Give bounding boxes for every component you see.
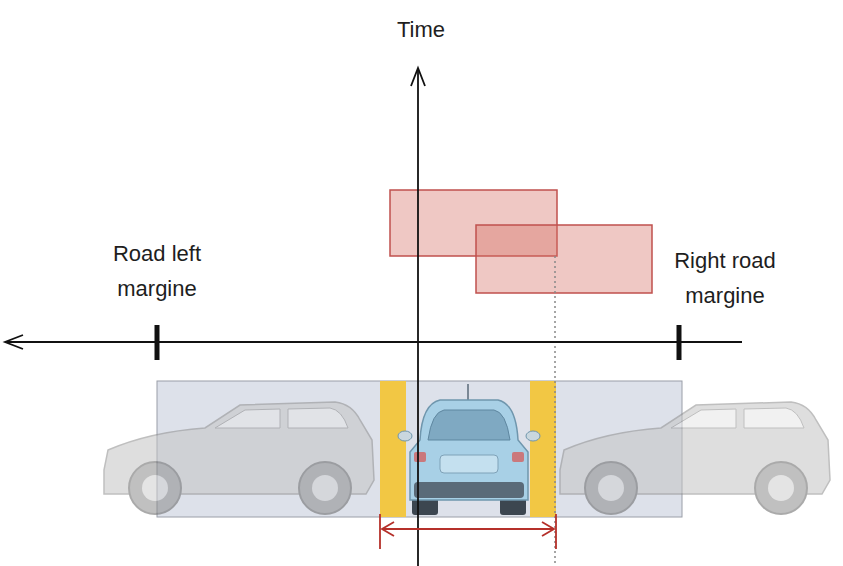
car-hub [312, 475, 338, 501]
axis-label: Time [361, 12, 481, 47]
dimension-tick [379, 514, 381, 549]
car-body [410, 400, 528, 500]
margin-tick [155, 325, 160, 360]
car-hub [768, 475, 794, 501]
car-window [671, 408, 804, 428]
time-axis [417, 70, 419, 566]
axis-arrowhead [5, 335, 23, 349]
dimension-line [382, 528, 554, 530]
margin-label: Right road margine [661, 243, 789, 313]
car-rear-window [428, 410, 510, 440]
occupancy-region [476, 225, 652, 293]
dimension-arrowhead [542, 522, 554, 536]
safety-margin [530, 381, 556, 517]
car-plate-area [440, 455, 498, 473]
margin-label: Road left margine [93, 236, 221, 306]
car-window [215, 408, 348, 428]
car-wheel [129, 462, 181, 514]
dimension-tick [555, 514, 557, 549]
axis-arrowhead [411, 68, 425, 86]
car-hub [142, 475, 168, 501]
ego-car [398, 384, 540, 515]
car-wheel [299, 462, 351, 514]
car-mirror [526, 431, 540, 441]
neighbor-car-right [560, 402, 830, 514]
dimension-arrowhead [382, 522, 394, 536]
car-wheel [585, 462, 637, 514]
lateral-axis [7, 341, 742, 343]
car-wheel [755, 462, 807, 514]
guide-line [554, 256, 556, 566]
car-hub [598, 475, 624, 501]
neighbor-car-left [104, 402, 374, 514]
safety-margin [380, 381, 406, 517]
car-tail-light [512, 452, 524, 462]
margin-tick [677, 325, 682, 360]
car-bumper [414, 482, 524, 498]
car-mirror [398, 431, 412, 441]
car-tail-light [414, 452, 426, 462]
